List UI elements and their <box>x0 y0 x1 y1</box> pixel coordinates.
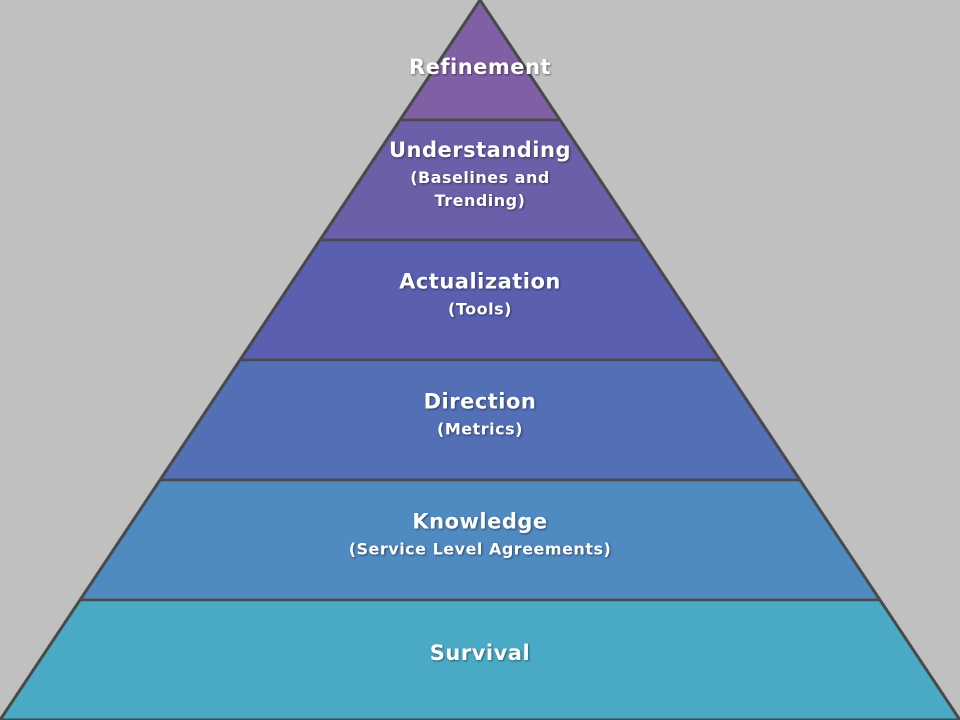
layer-title-actualization: Actualization <box>399 270 561 294</box>
layer-title-survival: Survival <box>430 641 530 665</box>
layer-title-refinement: Refinement <box>409 55 551 79</box>
layer-subtitle-actualization: (Tools) <box>448 300 512 319</box>
layer-subtitle-understanding: Trending) <box>435 191 526 210</box>
layer-title-knowledge: Knowledge <box>412 510 547 534</box>
layer-title-understanding: Understanding <box>389 138 571 162</box>
layer-subtitle-direction: (Metrics) <box>437 420 523 439</box>
layer-subtitle-knowledge: (Service Level Agreements) <box>349 540 612 559</box>
layer-title-direction: Direction <box>424 390 537 414</box>
layer-subtitle-understanding: (Baselines and <box>410 168 550 187</box>
